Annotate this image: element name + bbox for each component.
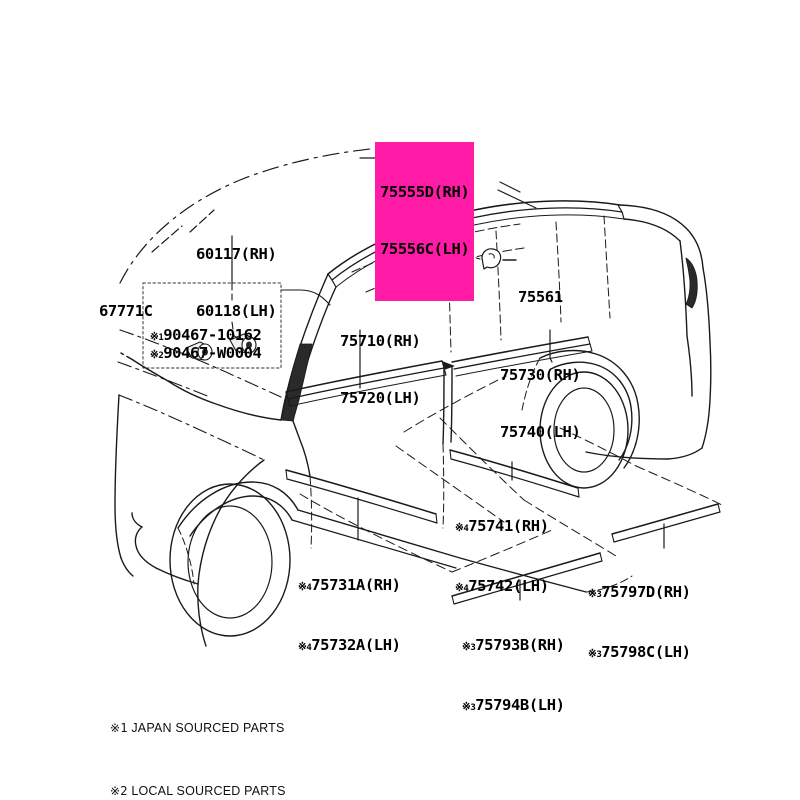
mark-asterisk-4-b: ※4 — [455, 582, 469, 594]
label-windshield-moulding[interactable]: 60117(RH) 60118(LH) — [196, 207, 277, 359]
part-number-75741: 75741(RH) — [468, 517, 549, 535]
part-number-75731a: 75731A(RH) — [311, 576, 401, 594]
label-roof-clip-75561[interactable]: 75561 — [518, 250, 563, 345]
label-roof-drip-moulding-highlighted[interactable]: 75555D(RH) 75556C(LH) — [375, 142, 475, 301]
part-number-75797d: 75797D(RH) — [601, 583, 691, 601]
part-number-60117: 60117(RH) — [196, 245, 277, 263]
part-number-75555d: 75555D(RH) — [380, 183, 470, 201]
legend-block: ※1 JAPAN SOURCED PARTS ※2 LOCAL SOURCED … — [110, 676, 286, 800]
label-quarter-panel-moulding[interactable]: ※375797D(RH) ※375798C(LH) — [588, 545, 691, 703]
mark-asterisk-4-c: ※4 — [298, 581, 312, 593]
label-rocker-moulding[interactable]: ※375793B(RH) ※375794B(LH) — [462, 598, 565, 756]
part-number-75720: 75720(LH) — [340, 389, 421, 407]
label-clip-local-sourced[interactable]: ※290467-W0004 — [150, 306, 262, 404]
part-number-75793b: 75793B(RH) — [475, 636, 565, 654]
mark-asterisk-3-b: ※3 — [588, 648, 602, 660]
label-front-door-belt-moulding[interactable]: 75710(RH) 75720(LH) — [340, 294, 421, 446]
mark-asterisk-4-d: ※4 — [298, 641, 312, 653]
legend-row-2: ※2 LOCAL SOURCED PARTS — [110, 784, 286, 798]
part-number-60118: 60118(LH) — [196, 302, 277, 320]
label-front-door-lower-moulding[interactable]: ※475731A(RH) ※475732A(LH) — [298, 538, 401, 696]
part-number-75730: 75730(RH) — [500, 366, 581, 384]
mark-asterisk-4-a: ※4 — [455, 522, 469, 534]
legend-row-1: ※1 JAPAN SOURCED PARTS — [110, 721, 285, 735]
mark-asterisk-3-a: ※3 — [588, 588, 602, 600]
part-number-67771c: 67771C — [99, 302, 153, 320]
mark-asterisk-3-d: ※3 — [462, 701, 476, 713]
part-number-90467-10162: 90467-10162 — [163, 326, 262, 344]
mark-asterisk-1: ※1 — [150, 331, 164, 343]
part-number-75742: 75742(LH) — [468, 577, 549, 595]
label-cowl-67771c[interactable]: 67771C — [99, 264, 153, 359]
part-number-75794b: 75794B(LH) — [475, 696, 565, 714]
label-rear-door-belt-moulding[interactable]: 75730(RH) 75740(LH) — [500, 328, 581, 480]
label-clip-japan-sourced[interactable]: ※190467-10162 — [150, 288, 262, 386]
part-number-75740: 75740(LH) — [500, 423, 581, 441]
label-rear-door-lower-moulding[interactable]: ※475741(RH) ※475742(LH) — [455, 479, 549, 637]
mark-asterisk-2: ※2 — [150, 349, 164, 361]
part-number-90467-w0004: 90467-W0004 — [163, 344, 262, 362]
part-number-75798c: 75798C(LH) — [601, 643, 691, 661]
part-number-75732a: 75732A(LH) — [311, 636, 401, 654]
part-number-75710: 75710(RH) — [340, 332, 421, 350]
mark-asterisk-3-c: ※3 — [462, 641, 476, 653]
part-number-75556c: 75556C(LH) — [380, 240, 470, 258]
part-number-75561: 75561 — [518, 288, 563, 306]
